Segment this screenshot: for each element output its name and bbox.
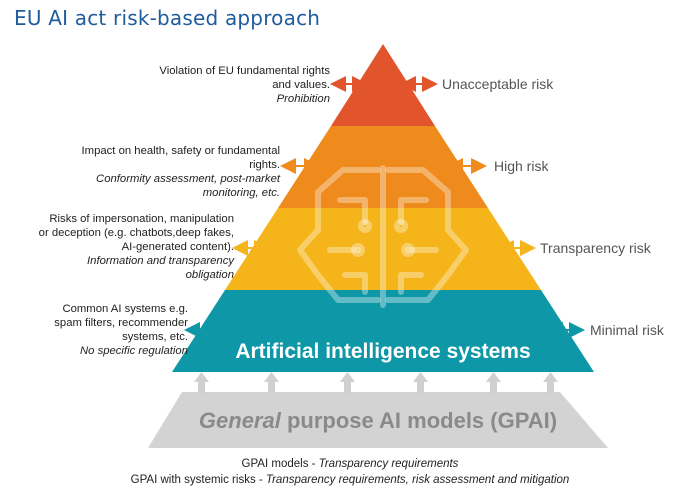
tier-high <box>278 126 488 208</box>
risk-label-high: High risk <box>494 158 549 174</box>
gpai-base <box>148 392 608 448</box>
tier-high-measure: Conformity assessment, post-market monit… <box>96 173 280 199</box>
tier-minimal <box>172 290 594 372</box>
up-arrow-icon <box>543 372 558 394</box>
ai-systems-label: Artificial intelligence systems <box>235 340 530 363</box>
gpai-label-rest: purpose AI models (GPAI) <box>281 408 557 433</box>
up-arrow-icon <box>340 372 355 394</box>
tier-transparency <box>225 208 541 290</box>
footer-systemic-lead: GPAI with systemic risks - <box>130 474 266 486</box>
tier-transparency-description: Risks of impersonation, manipulation or … <box>38 212 234 282</box>
up-arrow-icon <box>264 372 279 394</box>
tier-transparency-measure: Information and transparency obligation <box>87 255 234 281</box>
tier-high-text: Impact on health, safety or fundamental … <box>81 145 280 171</box>
page-title: EU AI act risk-based approach <box>14 6 321 30</box>
footer-systemic-detail: Transparency requirements, risk assessme… <box>265 474 570 486</box>
risk-label-minimal: Minimal risk <box>590 322 664 338</box>
tier-unacceptable <box>331 44 435 126</box>
tier-minimal-measure: No specific regulation <box>79 345 188 357</box>
up-arrow-icon <box>194 372 209 394</box>
tier-minimal-description: Common AI systems e.g. spam filters, rec… <box>40 302 188 358</box>
up-arrow-icon <box>486 372 501 394</box>
tier-transparency-text: Risks of impersonation, manipulation or … <box>38 213 234 253</box>
footer-gpai-lead: GPAI models - <box>241 458 319 470</box>
gpai-label: General purpose AI models (GPAI) <box>199 408 557 433</box>
footer-line-gpai: GPAI models - Transparency requirements <box>0 458 700 470</box>
tier-high-description: Impact on health, safety or fundamental … <box>56 144 280 200</box>
up-arrow-icon <box>413 372 428 394</box>
gpai-up-arrows <box>194 372 558 394</box>
risk-label-transparency: Transparency risk <box>540 240 651 256</box>
brain-circuit-icon <box>297 165 469 308</box>
risk-label-unacceptable: Unacceptable risk <box>442 76 554 92</box>
tier-unacceptable-text: Violation of EU fundamental rights and v… <box>159 65 330 91</box>
footer-gpai-detail: Transparency requirements <box>318 458 459 470</box>
tier-minimal-text: Common AI systems e.g. spam filters, rec… <box>54 303 188 343</box>
gpai-label-italic: General <box>199 408 282 433</box>
tier-unacceptable-description: Violation of EU fundamental rights and v… <box>150 64 330 106</box>
tier-unacceptable-measure: Prohibition <box>276 93 330 105</box>
footer-line-systemic: GPAI with systemic risks - Transparency … <box>0 474 700 486</box>
